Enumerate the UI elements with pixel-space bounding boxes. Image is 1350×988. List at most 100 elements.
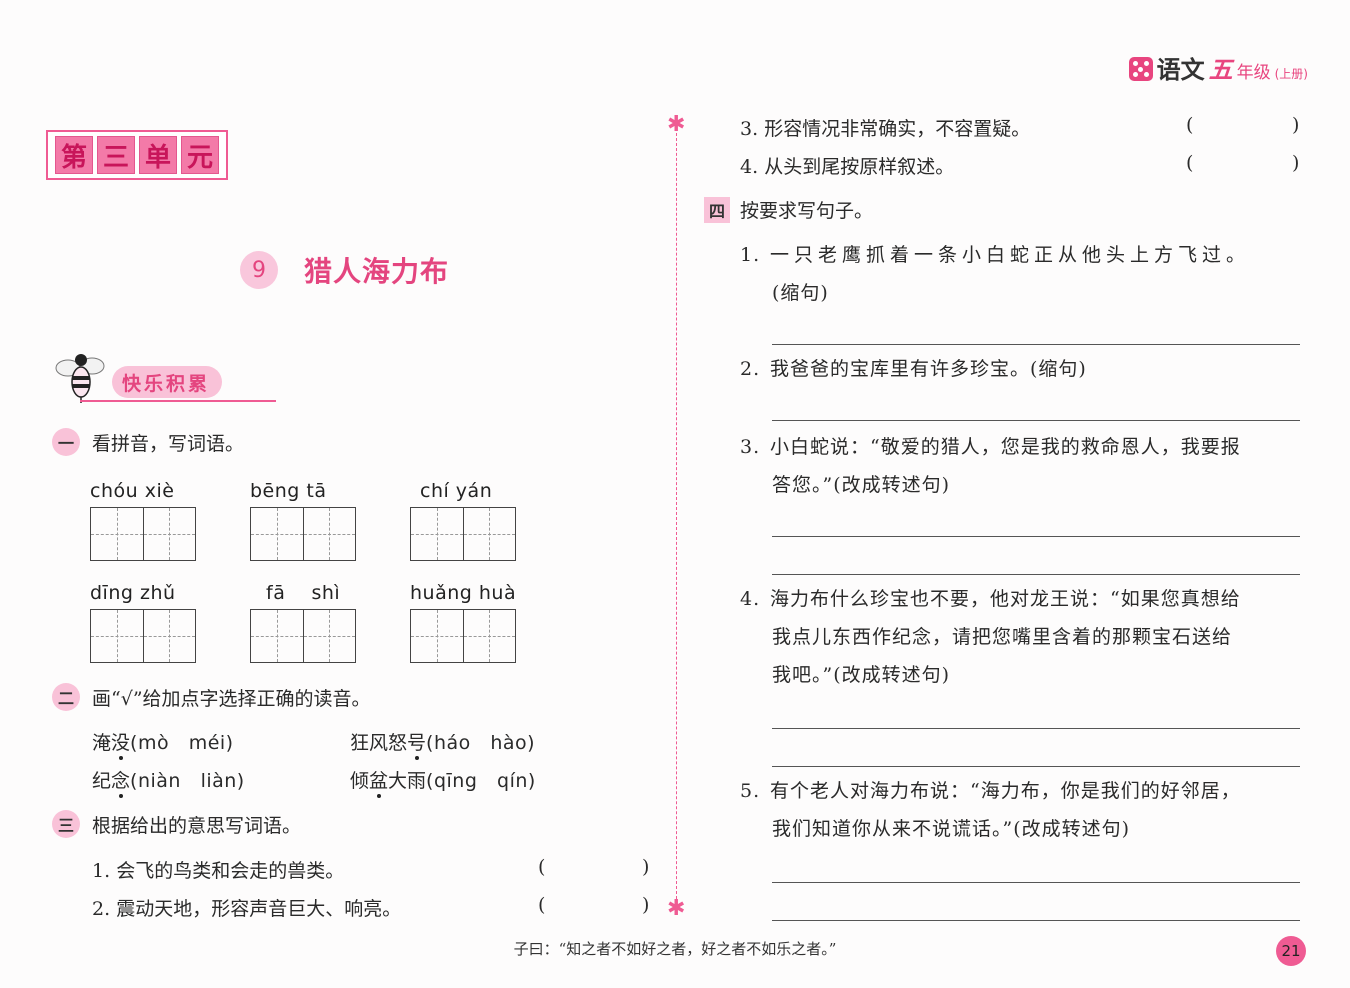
- writing-grid[interactable]: [250, 507, 356, 561]
- answer-line[interactable]: [772, 420, 1300, 421]
- answer-open-paren: (: [1186, 114, 1194, 136]
- answer-line[interactable]: [772, 882, 1300, 883]
- lesson-number: 9: [240, 251, 278, 289]
- question-badge: 二: [52, 683, 80, 711]
- item-text: 一只老鹰抓着一条小白蛇正从他头上方飞过。: [770, 244, 1251, 266]
- meaning-item: 1. 会飞的鸟类和会走的兽类。: [92, 856, 344, 883]
- item-text: 从头到尾按原样叙述。: [764, 156, 955, 178]
- question-1: 一 看拼音，写词语。: [52, 428, 244, 456]
- sentence-task: 4.海力布什么珍宝也不要，他对龙王说：“如果您真想给 我点儿东西作纪念，请把您嘴…: [740, 580, 1241, 694]
- page-divider: [676, 128, 677, 904]
- item-text: 有个老人对海力布说：“海力布，你是我们的好邻居，: [770, 780, 1241, 802]
- pinyin-item: chí yán: [410, 480, 516, 561]
- answer-line[interactable]: [772, 536, 1300, 537]
- answer-line[interactable]: [772, 728, 1300, 729]
- brand-level: 年级: [1236, 63, 1271, 83]
- pronunciation-item: 倾盆大雨(qīng qín): [350, 766, 536, 793]
- writing-grid[interactable]: [90, 507, 196, 561]
- word-part: 倾: [350, 770, 370, 792]
- brand-grade: 五: [1208, 55, 1233, 84]
- brand-volume: (上册): [1274, 67, 1308, 81]
- dotted-char: 号: [407, 732, 427, 754]
- lesson-title: 猎人海力布: [304, 255, 450, 288]
- pinyin-item: chóu xiè: [90, 480, 196, 561]
- item-text: 海力布什么珍宝也不要，他对龙王说：“如果您真想给: [770, 588, 1241, 610]
- star-icon: ✱: [667, 112, 686, 137]
- pinyin-options[interactable]: (niàn liàn): [130, 770, 245, 792]
- item-number: 3.: [740, 436, 761, 458]
- dice-icon: [1128, 57, 1153, 81]
- sentence-task: 3.小白蛇说：“敬爱的猎人，您是我的救命恩人，我要报 答您。”(改成转述句): [740, 428, 1241, 504]
- answer-line[interactable]: [772, 344, 1300, 345]
- pronunciation-item: 淹没(mò méi): [92, 728, 234, 755]
- question-prompt: 按要求写句子。: [740, 200, 874, 222]
- meaning-item: 4. 从头到尾按原样叙述。: [740, 152, 954, 179]
- answer-open-paren: (: [538, 894, 546, 916]
- answer-line[interactable]: [772, 766, 1300, 767]
- dotted-char: 念: [111, 770, 131, 792]
- answer-close-paren: ): [642, 894, 650, 916]
- pinyin-options[interactable]: (háo hào): [426, 732, 536, 754]
- dotted-char: 没: [111, 732, 131, 754]
- dotted-char: 盆: [369, 770, 389, 792]
- item-text: 答您。”(改成转述句): [772, 474, 951, 496]
- pinyin-label: fā shì: [266, 582, 341, 604]
- item-number: 1.: [740, 244, 761, 266]
- writing-grid[interactable]: [250, 609, 356, 663]
- item-text: 会飞的鸟类和会走的兽类。: [116, 860, 345, 882]
- bee-icon: [55, 354, 105, 403]
- item-number: 3.: [740, 118, 759, 140]
- banner-underline: [80, 400, 276, 402]
- unit-char: 第: [55, 136, 93, 174]
- unit-char: 三: [97, 136, 135, 174]
- pronunciation-item: 纪念(niàn liàn): [92, 766, 245, 793]
- question-prompt: 根据给出的意思写词语。: [92, 814, 302, 837]
- pinyin-item: dīng zhǔ: [90, 582, 196, 663]
- item-number: 4.: [740, 156, 759, 178]
- word-part: 淹: [92, 732, 112, 754]
- pinyin-options[interactable]: (mò méi): [130, 732, 234, 754]
- writing-grid[interactable]: [410, 609, 516, 663]
- item-text: 我们知道你从来不说谎话。”(改成转述句): [772, 818, 1131, 840]
- writing-grid[interactable]: [410, 507, 516, 561]
- pinyin-options[interactable]: (qīng qín): [426, 770, 536, 792]
- question-4: 四 按要求写句子。: [704, 196, 873, 223]
- answer-close-paren: ): [1292, 114, 1300, 136]
- sentence-task: 1.一只老鹰抓着一条小白蛇正从他头上方飞过。 (缩句): [740, 236, 1250, 312]
- answer-line[interactable]: [772, 920, 1300, 921]
- answer-close-paren: ): [1292, 152, 1300, 174]
- meaning-item: 3. 形容情况非常确实，不容置疑。: [740, 114, 1030, 141]
- sentence-task: 2.我爸爸的宝库里有许多珍宝。(缩句): [740, 350, 1087, 388]
- star-icon: ✱: [667, 896, 686, 921]
- lesson-heading: 9 猎人海力布: [240, 250, 449, 290]
- brand-header: 语文 五 年级 (上册): [1128, 50, 1308, 85]
- unit-char: 元: [181, 136, 219, 174]
- unit-char: 单: [139, 136, 177, 174]
- pinyin-label: huǎng huà: [410, 582, 517, 604]
- answer-line[interactable]: [772, 574, 1300, 575]
- writing-grid[interactable]: [90, 609, 196, 663]
- answer-open-paren: (: [1186, 152, 1194, 174]
- meaning-item: 2. 震动天地，形容声音巨大、响亮。: [92, 894, 401, 921]
- brand-subject: 语文: [1156, 56, 1205, 84]
- page-number: 21: [1276, 936, 1306, 966]
- pinyin-label: dīng zhǔ: [90, 582, 176, 604]
- answer-close-paren: ): [642, 856, 650, 878]
- word-part: 大雨: [388, 770, 427, 792]
- footer-quote: 子曰：“知之者不如好之者，好之者不如乐之者。”: [513, 940, 837, 958]
- unit-title: 第 三 单 元: [46, 130, 228, 180]
- pinyin-item: huǎng huà: [410, 582, 516, 663]
- item-text: 我爸爸的宝库里有许多珍宝。(缩句): [770, 358, 1087, 380]
- question-3: 三 根据给出的意思写词语。: [52, 810, 301, 838]
- question-badge: 三: [52, 810, 80, 838]
- item-text: 形容情况非常确实，不容置疑。: [764, 118, 1031, 140]
- item-number: 5.: [740, 780, 761, 802]
- question-prompt: 看拼音，写词语。: [92, 432, 245, 455]
- question-badge: 四: [704, 196, 730, 223]
- pinyin-label: bēng tā: [250, 480, 327, 502]
- item-number: 1.: [92, 860, 111, 882]
- item-number: 2.: [92, 898, 111, 920]
- item-text: 震动天地，形容声音巨大、响亮。: [116, 898, 402, 920]
- banner-label: 快乐积累: [112, 366, 223, 398]
